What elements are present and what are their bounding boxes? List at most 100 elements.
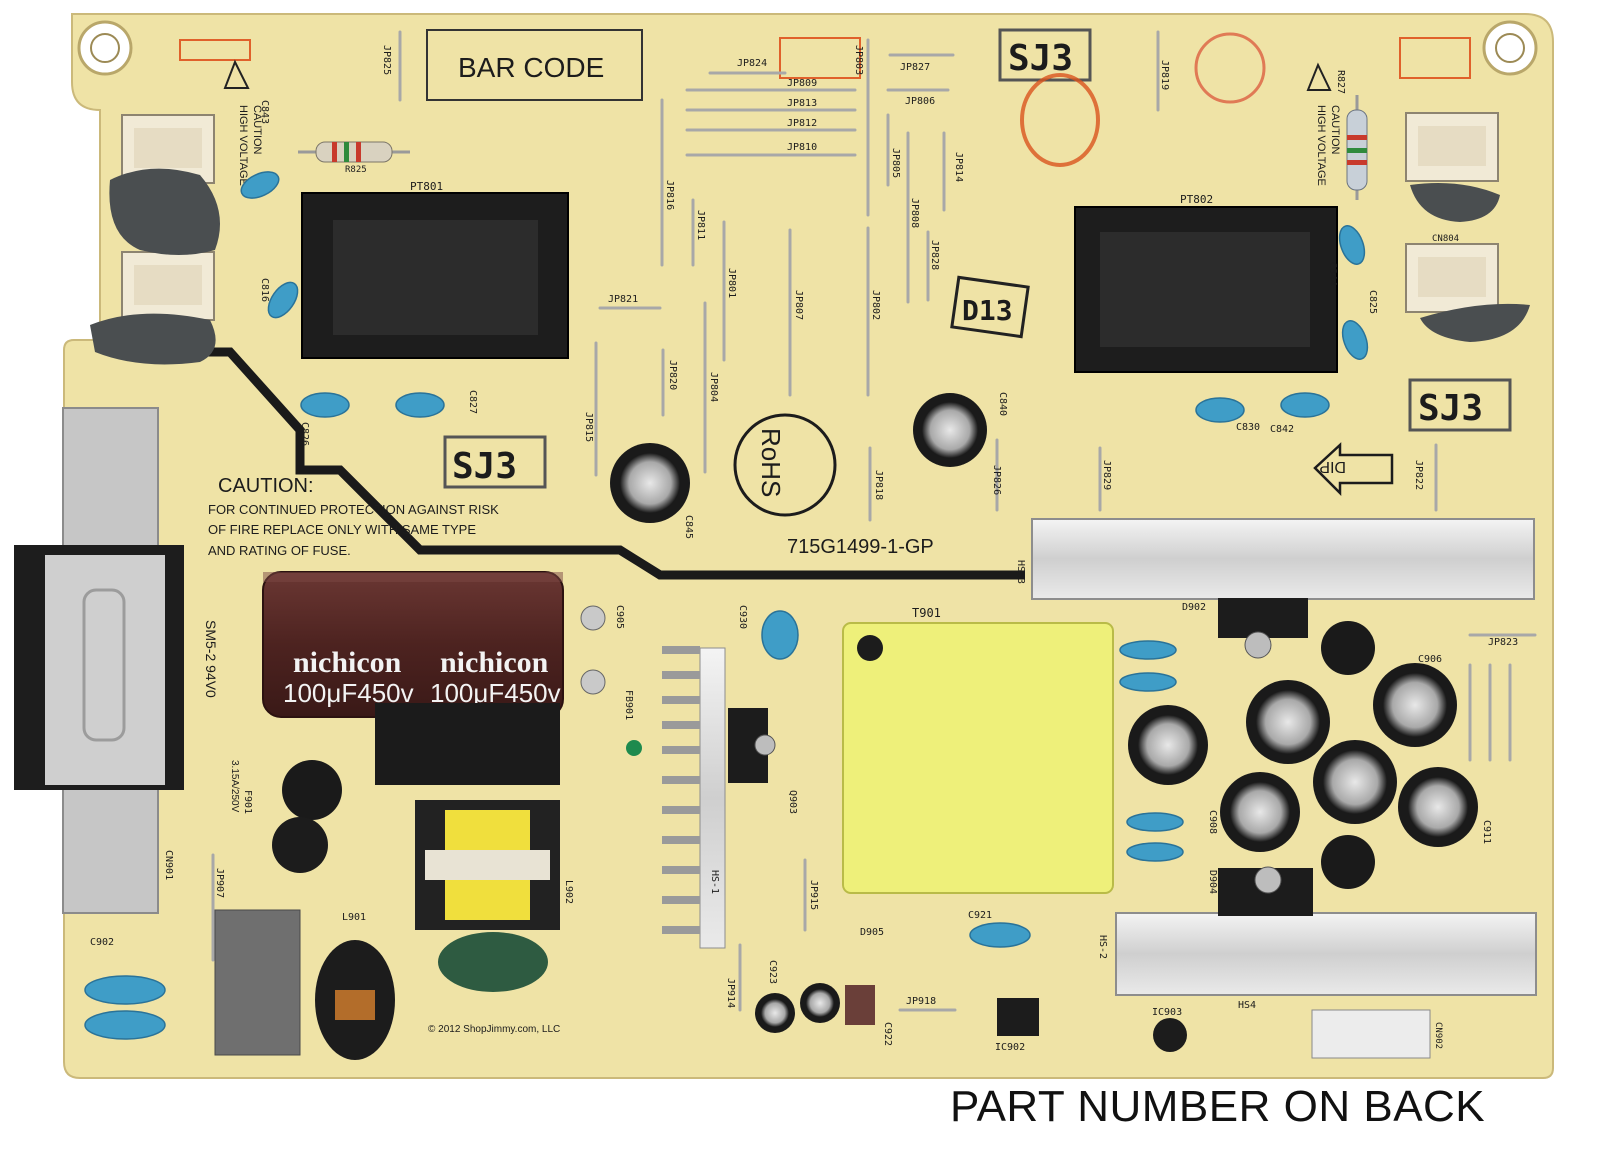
connector-cn-right-top <box>1405 112 1499 182</box>
svg-text:C825: C825 <box>1367 290 1378 314</box>
connector-cn-left-bottom <box>121 251 215 321</box>
svg-text:CAUTION: CAUTION <box>251 105 263 155</box>
label-d905: D905 <box>860 927 884 938</box>
svg-text:IC902: IC902 <box>995 1042 1025 1053</box>
svg-text:C844: C844 <box>1327 262 1338 286</box>
svg-text:C930: C930 <box>737 605 748 629</box>
svg-text:RoHS: RoHS <box>756 428 786 497</box>
svg-text:JP918: JP918 <box>906 996 936 1007</box>
jumper-labels: JP825 JP824 JP809 JP813 JP812 JP810 JP80… <box>214 45 1518 1008</box>
svg-text:C902: C902 <box>90 937 114 948</box>
svg-text:R827: R827 <box>1335 70 1346 94</box>
ic902: IC902 <box>995 998 1039 1053</box>
svg-text:C905: C905 <box>614 605 625 629</box>
sj3-stamp-right: SJ3 <box>1408 378 1512 432</box>
svg-text:F901: F901 <box>242 790 253 814</box>
rohs-mark: RoHS <box>733 413 837 517</box>
heatsink-hs3: HS-3 <box>1015 518 1535 600</box>
svg-text:C845: C845 <box>683 515 694 539</box>
svg-text:JP815: JP815 <box>583 412 594 442</box>
svg-text:CAUTION:: CAUTION: <box>218 475 314 497</box>
svg-text:C827: C827 <box>467 390 478 414</box>
heatsink-hs2: HS-2 HS4 <box>1097 912 1537 1011</box>
svg-text:D902: D902 <box>1182 602 1206 613</box>
svg-text:JP819: JP819 <box>1159 60 1170 90</box>
svg-text:C923: C923 <box>767 960 778 984</box>
ic903: IC903 <box>1152 1007 1187 1052</box>
svg-text:nichicon: nichicon <box>293 646 402 679</box>
svg-text:JP811: JP811 <box>695 210 706 240</box>
svg-text:JP914: JP914 <box>725 978 736 1008</box>
high-voltage-warning-right: CAUTION HIGH VOLTAGE <box>1306 62 1341 186</box>
svg-text:JP827: JP827 <box>900 62 930 73</box>
bulk-capacitor-nichicon: nichicon nichicon 100μF450v 100μF450v <box>262 571 564 718</box>
svg-text:C908: C908 <box>1207 810 1218 834</box>
connector-cn902: CN902 <box>1311 1009 1443 1059</box>
sj3-stamp-left: SJ3 <box>443 435 547 489</box>
svg-text:C826: C826 <box>299 422 310 446</box>
diode-d902: D902 <box>1182 598 1308 659</box>
svg-text:FOR CONTINUED PROTECTION AGAIN: FOR CONTINUED PROTECTION AGAINST RISK <box>208 502 499 517</box>
svg-text:C906: C906 <box>1418 654 1442 665</box>
svg-text:C830: C830 <box>1236 422 1260 433</box>
svg-text:CAUTION: CAUTION <box>1329 105 1341 155</box>
diode-d904: D904 <box>1207 866 1313 916</box>
caution-notice: CAUTION: FOR CONTINUED PROTECTION AGAINS… <box>208 475 499 558</box>
bridge-rectifier <box>375 703 560 785</box>
svg-text:JP802: JP802 <box>870 290 881 320</box>
svg-text:SJ3: SJ3 <box>1418 388 1483 429</box>
line-filter-l902: L902 <box>415 800 574 930</box>
svg-text:JP810: JP810 <box>787 142 817 153</box>
svg-text:AND RATING OF FUSE.: AND RATING OF FUSE. <box>208 543 351 558</box>
svg-text:JP824: JP824 <box>737 58 767 69</box>
dip-arrow-marking: DIP <box>1313 442 1394 497</box>
transformer-pt802: PT802 <box>1074 193 1338 373</box>
board-part-code: 715G1499-1-GP <box>787 536 934 558</box>
x-capacitor-grey <box>214 909 301 1056</box>
svg-text:D904: D904 <box>1207 870 1218 894</box>
svg-text:HS-3: HS-3 <box>1015 560 1026 584</box>
bulk-cap-terminals <box>580 605 606 695</box>
svg-text:HS-1: HS-1 <box>709 870 720 894</box>
svg-text:JP822: JP822 <box>1413 460 1424 490</box>
svg-text:JP805: JP805 <box>890 148 901 178</box>
jumper-wires <box>211 30 1537 1012</box>
connector-cn804 <box>1405 243 1499 313</box>
svg-text:C922: C922 <box>882 1022 893 1046</box>
svg-text:C840: C840 <box>997 392 1008 416</box>
ink-mark: D13 <box>950 275 1030 339</box>
svg-text:JP821: JP821 <box>608 294 638 305</box>
svg-text:JP807: JP807 <box>793 290 804 320</box>
svg-text:DIP: DIP <box>1319 458 1346 475</box>
svg-text:JP804: JP804 <box>708 372 719 402</box>
svg-text:JP828: JP828 <box>929 240 940 270</box>
glue-blob-left <box>90 168 220 365</box>
resistor-r825: R825 <box>298 141 410 175</box>
led-green <box>626 740 642 756</box>
copyright-notice: © 2012 ShopJimmy.com, LLC <box>428 1024 560 1035</box>
svg-text:3.15A/250V: 3.15A/250V <box>229 760 240 813</box>
svg-text:C911: C911 <box>1481 820 1492 844</box>
toroid-green <box>438 932 548 992</box>
heatsink-hs1: HS-1 <box>662 646 726 949</box>
svg-text:SJ3: SJ3 <box>1008 38 1073 79</box>
svg-text:HIGH VOLTAGE: HIGH VOLTAGE <box>237 105 249 186</box>
sj3-stamp-top: SJ3 <box>998 28 1092 82</box>
svg-text:IC903: IC903 <box>1152 1007 1182 1018</box>
svg-text:JP809: JP809 <box>787 78 817 89</box>
transformer-t901: T901 <box>842 606 1114 894</box>
label-cn804: CN804 <box>1432 234 1459 244</box>
svg-text:R825: R825 <box>345 165 367 175</box>
svg-text:JP803: JP803 <box>853 45 864 75</box>
svg-text:HS-2: HS-2 <box>1097 935 1108 959</box>
resistor-r827: R827 <box>1335 70 1368 200</box>
inductor-l901: L901 <box>315 912 395 1060</box>
qc-ink-stamp <box>1020 32 1266 167</box>
svg-text:JP812: JP812 <box>787 118 817 129</box>
svg-text:JP808: JP808 <box>909 198 920 228</box>
svg-text:D13: D13 <box>962 294 1013 327</box>
svg-text:SM5-2 94V0: SM5-2 94V0 <box>203 620 219 698</box>
svg-text:T901: T901 <box>912 606 941 620</box>
svg-text:C816: C816 <box>259 278 270 302</box>
svg-text:JP813: JP813 <box>787 98 817 109</box>
